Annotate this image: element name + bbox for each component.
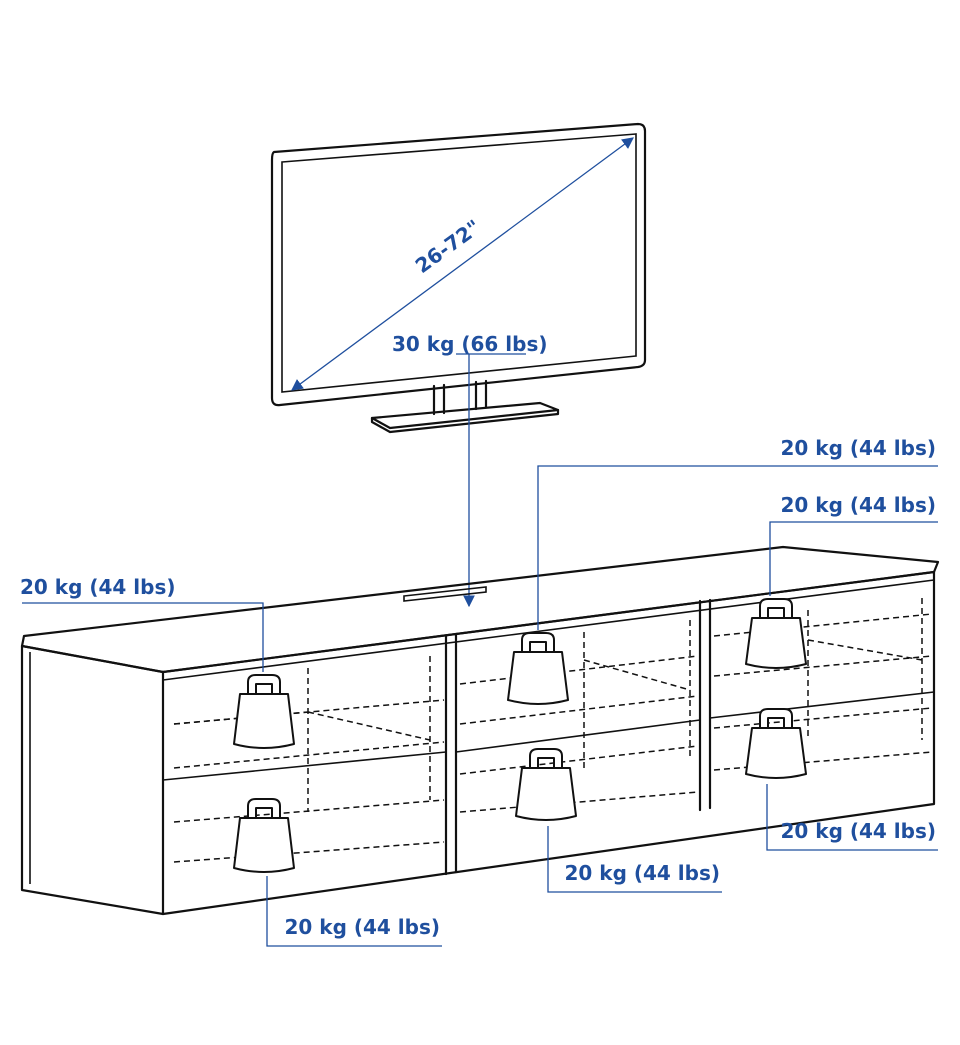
- load-label-right-lower: 20 kg (44 lbs): [780, 819, 936, 843]
- leader-center-lower: [547, 826, 722, 893]
- tv-bench-cabinet: [20, 545, 940, 916]
- leader-right-lower: [766, 784, 938, 851]
- weight-center-lower-icon: [515, 748, 577, 821]
- cabinet-left-side: [20, 644, 165, 916]
- weight-right-upper-icon: [745, 598, 807, 669]
- leader-lines: [22, 465, 938, 947]
- load-label-center-lower: 20 kg (44 lbs): [564, 861, 720, 885]
- tv-weight-label: 30 kg (66 lbs): [392, 332, 548, 356]
- tv-diagonal-label: 26-72": [411, 215, 485, 278]
- leader-right-upper: [769, 521, 938, 596]
- tv-bezel: [270, 122, 647, 407]
- tv-stand-neck: [432, 379, 488, 416]
- weight-center-upper-icon: [507, 632, 569, 705]
- load-label-center-upper: 20 kg (44 lbs): [780, 436, 936, 460]
- leader-left-lower: [266, 876, 442, 947]
- load-label-right-upper: 20 kg (44 lbs): [780, 493, 936, 517]
- load-label-left-lower: 20 kg (44 lbs): [284, 915, 440, 939]
- tv-diagonal-arrow: [291, 137, 634, 391]
- load-label-left-upper: 20 kg (44 lbs): [20, 575, 176, 599]
- weight-left-lower-icon: [233, 798, 295, 873]
- weight-right-lower-icon: [745, 708, 807, 779]
- weight-left-upper-icon: [233, 674, 295, 749]
- leader-left-upper: [22, 602, 264, 672]
- leader-center-upper: [537, 465, 938, 630]
